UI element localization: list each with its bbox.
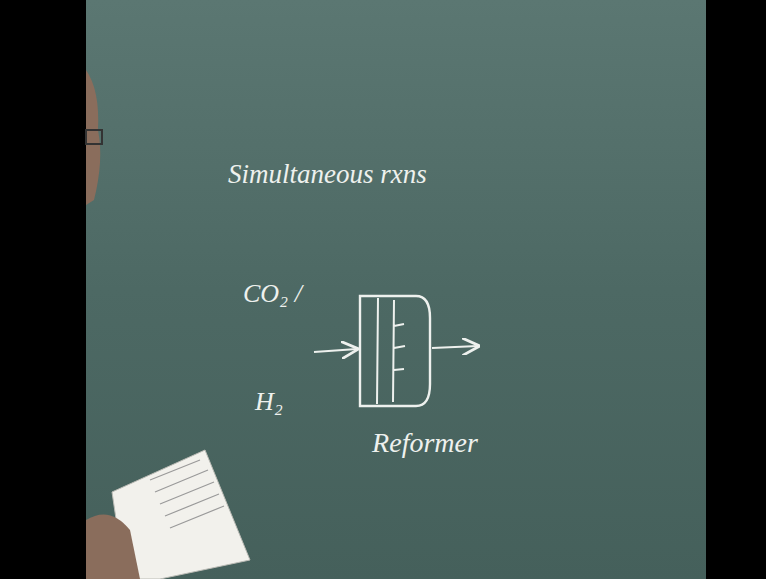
catalyst-bed: [377, 298, 405, 404]
inlet-arrow: [314, 349, 357, 352]
vessel-outline: [350, 292, 500, 410]
paper-sheet: [86, 450, 250, 579]
stream-label: CO₂ /: [243, 280, 302, 309]
blackboard: [86, 0, 706, 579]
reformer-vessel: Reformer: [350, 292, 500, 459]
outlet-arrow: [432, 346, 478, 348]
stream-label: H₂: [255, 388, 283, 417]
board-title: Simultaneous rxns: [228, 160, 427, 190]
vessel-space: [350, 292, 500, 410]
lecturer-head: [86, 70, 100, 205]
vessel-wall: [360, 296, 430, 406]
vessel-name: Reformer: [350, 410, 500, 459]
glasses: [86, 130, 102, 144]
